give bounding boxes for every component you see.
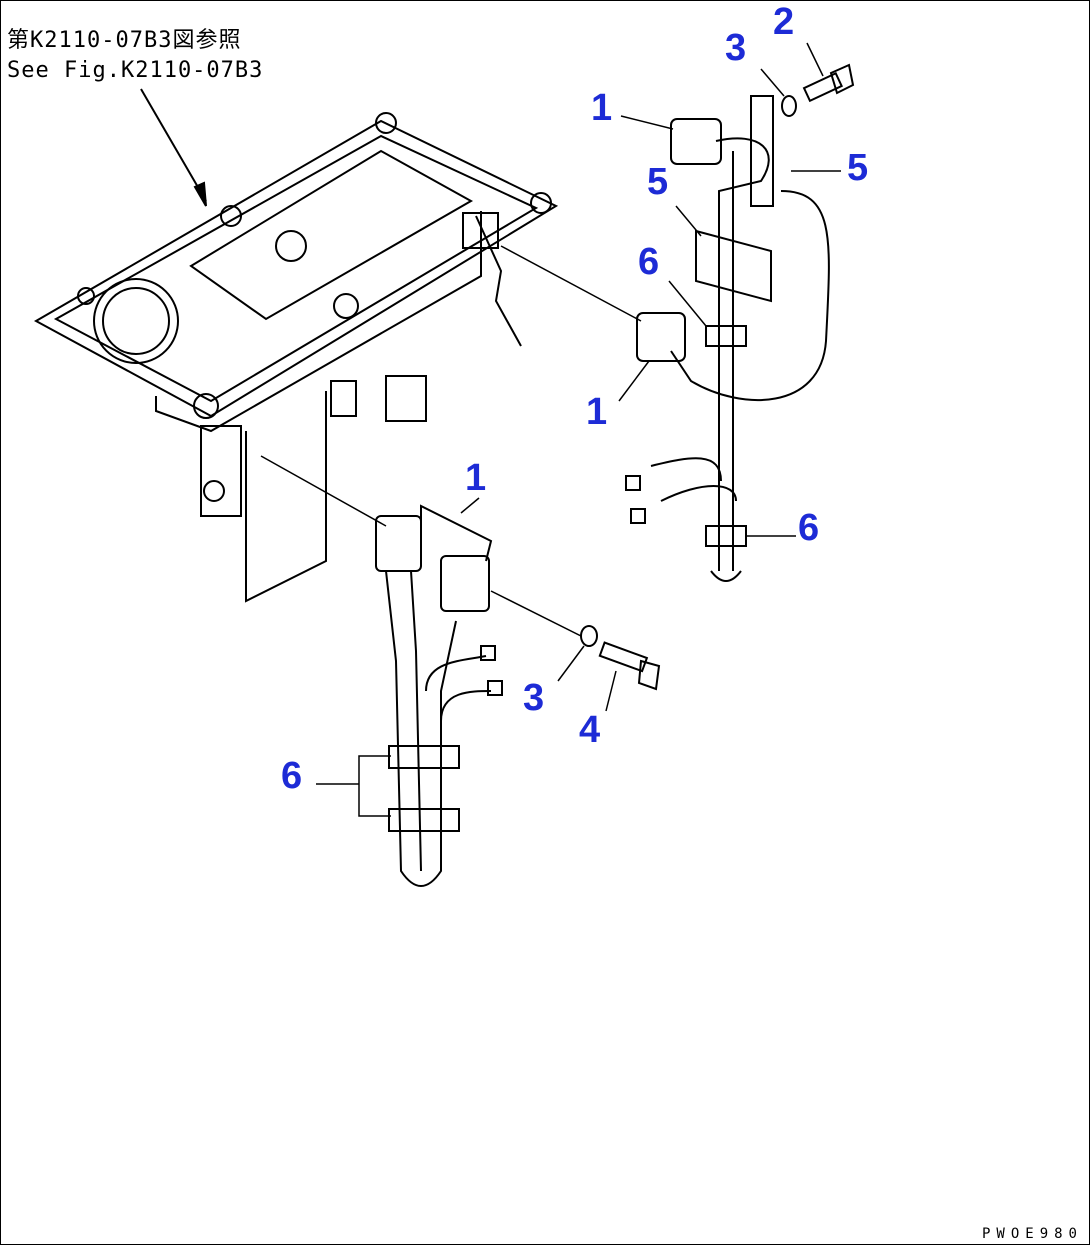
reference-note-japanese: 第K2110-07B3図参照 (7, 28, 242, 53)
callout-5-clamp: 5 (647, 161, 669, 203)
callout-6-band: 6 (798, 507, 820, 549)
callout-6-band: 6 (281, 755, 303, 797)
callout-5-clamp: 5 (847, 147, 869, 189)
wire-harness-right (625, 95, 830, 582)
callout-leaders (316, 42, 841, 817)
callout-3-washer: 3 (725, 27, 747, 69)
bolt-lower (580, 625, 661, 691)
callout-2-bolt: 2 (773, 1, 795, 43)
wire-harness-lower (375, 504, 503, 887)
callout-1-connector: 1 (586, 391, 608, 433)
drawing-code: PWOE980 (981, 1226, 1083, 1242)
arrow-head-icon (193, 181, 207, 207)
callout-3-washer: 3 (523, 677, 545, 719)
callout-1-connector: 1 (591, 87, 613, 129)
callout-1-connector: 1 (465, 457, 487, 499)
bolt-top (781, 63, 855, 117)
callout-6-band: 6 (638, 241, 660, 283)
reference-note-english: See Fig.K2110-07B3 (7, 58, 264, 83)
console-frame (33, 112, 559, 603)
callout-4-bolt: 4 (579, 709, 601, 751)
reference-leader (140, 88, 207, 202)
